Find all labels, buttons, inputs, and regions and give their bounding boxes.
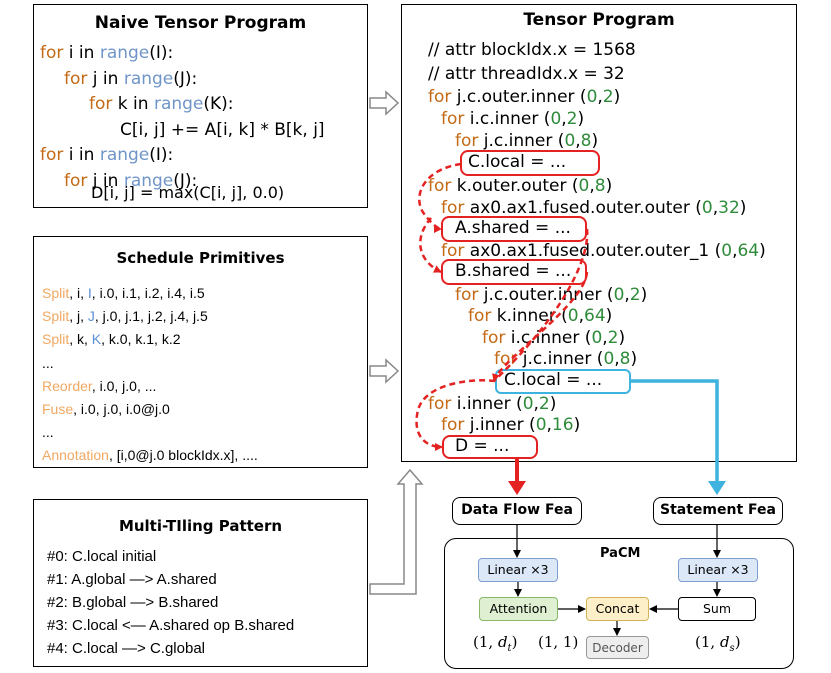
loop-line: for i.inner (0,2) [428, 394, 557, 414]
schedule-ellipsis: ... [42, 355, 54, 371]
stmt-b-shared: B.shared = ... [455, 261, 572, 281]
naive-program-panel: Naive Tensor Program for i in range(I): … [33, 4, 368, 208]
stmt-c-local-init: C.local = ... [468, 152, 567, 172]
loop-line: for k.outer.outer (0,8) [428, 176, 613, 196]
code-line: for j in range(J): [64, 171, 198, 191]
pacm-panel [444, 538, 794, 669]
pattern-item: #1: A.global —> A.shared [47, 571, 217, 588]
loop-line: for i.c.inner (0,2) [441, 109, 585, 129]
schedule-row: Split, j, J, j.0, j.1, j.2, j.4, j.5 [42, 308, 208, 324]
code-line: for j in range(J): [64, 69, 198, 89]
loop-line: for j.inner (0,16) [441, 415, 581, 435]
highlight-c-local-init [460, 150, 600, 176]
loop-line: for k.inner (0,64) [468, 306, 613, 326]
schedule-row: Fuse, i.0, j.0, i.0@j.0 [42, 401, 170, 417]
linear-left-node: Linear ×3 [478, 558, 558, 582]
dim-concat: (1, 1) [538, 633, 579, 651]
stmt-c-local-compute: C.local = ... [504, 370, 603, 390]
schedule-row: Split, k, K, k.0, k.1, k.2 [42, 331, 181, 347]
schedule-ellipsis: ... [42, 424, 54, 440]
data-flow-arrows [415, 162, 589, 451]
sum-node: Sum [678, 597, 756, 621]
schedule-primitives-title: Schedule Primitives [116, 249, 285, 267]
statement-feature-box: Statement Fea [653, 497, 783, 525]
multi-tiling-panel: Multi-TIling Pattern #0: C.local initial… [33, 499, 368, 667]
loop-line: for j.c.inner (0,8) [494, 349, 638, 369]
loop-line: for ax0.ax1.fused.outer.outer_1 (0,64) [441, 241, 766, 261]
loop-line: for ax0.ax1.fused.outer.outer (0,32) [441, 198, 747, 218]
attr-line: // attr threadIdx.x = 32 [428, 64, 625, 84]
pattern-item: #4: C.local —> C.global [47, 640, 205, 657]
code-line: D[i, j] = max(C[i, j], 0.0) [91, 183, 285, 202]
stmt-a-shared: A.shared = ... [455, 218, 571, 238]
data-flow-feature-box: Data Flow Fea [452, 497, 582, 525]
loop-line: for j.c.outer.inner (0,2) [455, 285, 648, 305]
loop-line: for j.c.outer.inner (0,2) [428, 87, 621, 107]
highlight-d [442, 435, 538, 459]
dim-attention: (1, dt) [473, 633, 518, 654]
tensor-program-title: Tensor Program [523, 10, 675, 30]
pacm-title: PaCM [600, 546, 641, 561]
pattern-item: #0: C.local initial [47, 548, 157, 565]
decoder-node: Decoder [586, 636, 649, 659]
stmt-d: D = ... [455, 436, 510, 456]
code-line: for k in range(K): [89, 94, 234, 114]
schedule-row: Annotation, [i,0@j.0 blockIdx.x], .... [42, 447, 258, 463]
linear-right-node: Linear ×3 [678, 558, 758, 582]
code-line: for i in range(I): [40, 145, 174, 165]
red-arrow-head [508, 481, 526, 495]
schedule-primitives-panel: Schedule Primitives Split, i, I, i.0, i.… [33, 236, 368, 468]
dim-sum: (1, ds) [695, 633, 741, 654]
blue-arrow-head [708, 481, 726, 495]
loop-line: for j.c.inner (0,8) [455, 131, 599, 151]
highlight-a-shared [441, 216, 587, 242]
attr-line: // attr blockIdx.x = 1568 [428, 40, 636, 60]
pattern-item: #3: C.local <— A.shared op B.shared [47, 617, 295, 634]
tensor-program-panel [401, 4, 797, 462]
concat-node: Concat [586, 597, 649, 621]
schedule-row: Reorder, i.0, j.0, ... [42, 378, 157, 394]
multi-tiling-title: Multi-TIling Pattern [118, 517, 283, 535]
blue-arrow [631, 379, 719, 482]
pacm-arrows [513, 525, 721, 636]
naive-program-title: Naive Tensor Program [94, 13, 307, 33]
pattern-item: #2: B.global —> B.shared [47, 594, 219, 611]
schedule-row: Split, i, I, i.0, i.1, i.2, i.4, i.5 [42, 285, 205, 301]
attention-node: Attention [479, 597, 558, 621]
code-line: for i in range(I): [40, 43, 174, 63]
code-line: C[i, j] += A[i, k] * B[k, j] [120, 120, 325, 140]
hollow-arrow [369, 90, 424, 595]
